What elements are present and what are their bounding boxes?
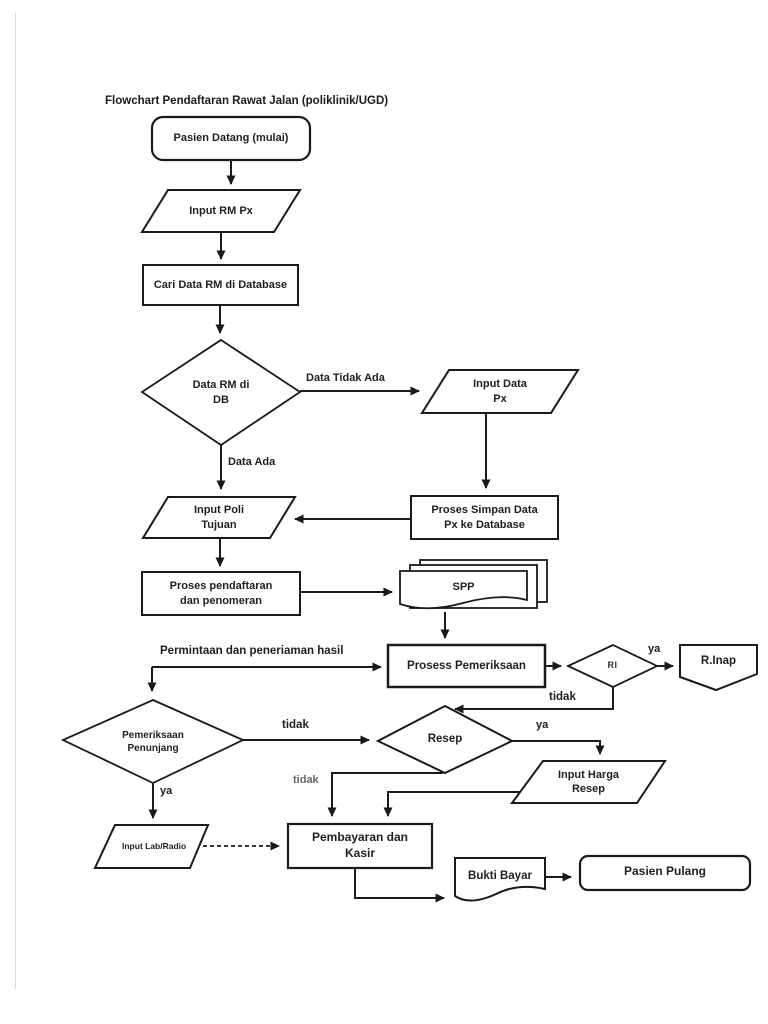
input-harga-io-shape [510, 760, 667, 804]
edge-label-resep-ya: ya [536, 719, 549, 731]
bukti-bayar-label: Bukti Bayar [468, 869, 532, 882]
connectors [147, 160, 674, 903]
r-inap-connector-shape [679, 644, 758, 692]
proses-pendaftaran-label: Proses pendaftaran dan penomeran [169, 580, 273, 607]
proses-simpan-label: Proses Simpan Data Px ke Database [431, 504, 538, 531]
edge-ri-tidak-to-resep [454, 687, 614, 714]
edge-bayar-to-bukti [354, 868, 445, 903]
shapes [60, 115, 758, 902]
cari-data-process-shape [142, 264, 299, 306]
prosess-pemeriksaan-label: Prosess Pemeriksaan [407, 659, 526, 672]
edge-label-data-tidak-ada: Data Tidak Ada [306, 372, 385, 384]
cari-data-label: Cari Data RM di Database [153, 278, 288, 291]
input-poli-io-shape [141, 496, 297, 539]
edge-label-data-ada: Data Ada [228, 456, 276, 468]
spp-label: SPP [452, 580, 475, 593]
pembayaran-process-shape [286, 822, 434, 870]
start-terminator-shape [150, 115, 312, 162]
start-label: Pasien Datang (mulai) [173, 132, 289, 145]
prosess-pemeriksaan-process-shape [386, 643, 547, 689]
input-lab-io-shape [93, 824, 210, 869]
edge-label-resep-tidak: tidak [293, 774, 319, 786]
edge-label-ri-ya: ya [648, 643, 661, 655]
cek-rm-label: Data RM di DB [192, 379, 250, 406]
pembayaran-label: Pembayaran dan Kasir [311, 830, 409, 860]
r-inap-label: R.Inap [700, 654, 737, 667]
proses-pendaftaran-process-shape [141, 571, 301, 616]
input-data-px-label: Input Data Px [473, 378, 527, 405]
edge-harga-to-bayar [383, 791, 521, 817]
proses-simpan-process-shape [410, 495, 559, 540]
ri-decision-shape [565, 644, 660, 688]
ri-label: RI [607, 660, 618, 671]
pasien-pulang-label: Pasien Pulang [623, 864, 707, 879]
edge-resep-tidak-to-bayar [327, 772, 443, 817]
input-lab-label: Input Lab/Radio [122, 840, 187, 851]
input-data-px-io-shape [420, 369, 580, 414]
penunjang-decision-shape [60, 699, 246, 784]
pulang-terminator-shape [578, 854, 752, 892]
edge-label-penunjang-tidak: tidak [282, 719, 309, 731]
input-poli-label: Input Poli Tujuan [193, 504, 245, 531]
edge-label-penunjang-ya: ya [160, 785, 173, 797]
edge-label-permintaan: Permintaan dan peneriaman hasil [160, 645, 344, 657]
bukti-bayar-document-shape [454, 857, 546, 902]
input-rm-label: Input RM Px [189, 204, 253, 217]
penunjang-label: Pemeriksaan Penunjang [122, 729, 184, 754]
input-harga-label: Input Harga Resep [557, 768, 620, 795]
page-title: Flowchart Pendaftaran Rawat Jalan (polik… [105, 95, 389, 107]
resep-decision-shape [375, 704, 515, 775]
input-rm-io-shape [140, 189, 302, 233]
resep-label: Resep [427, 733, 463, 746]
page-edge-line [15, 13, 16, 989]
cek-rm-decision-shape [140, 338, 302, 447]
spp-document-front-shape [399, 570, 528, 610]
edge-resep-ya-to-harga [512, 740, 605, 755]
edge-label-ri-tidak: tidak [549, 691, 576, 703]
